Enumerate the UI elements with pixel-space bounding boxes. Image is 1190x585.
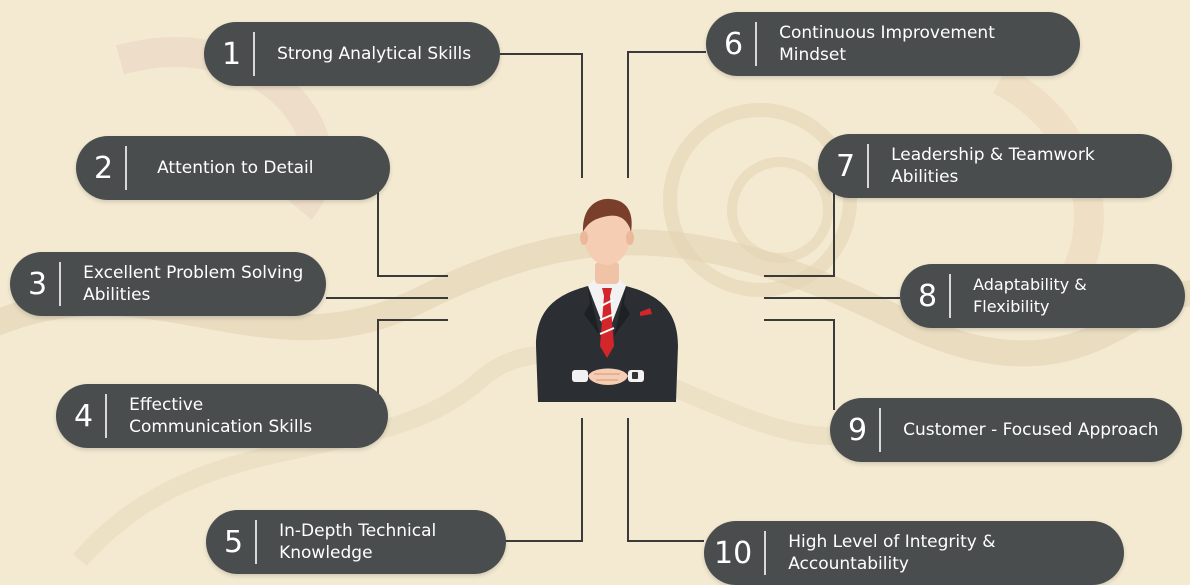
item-label: Strong Analytical Skills: [277, 44, 472, 64]
item-5: 5 In-Depth Technical Knowledge: [206, 510, 506, 574]
item-3: 3 Excellent Problem Solving Abilities: [10, 252, 326, 316]
item-label: High Level of Integrity & Accountability: [788, 532, 996, 574]
item-number: 1: [204, 32, 256, 76]
item-8: 8 Adaptability & Flexibility: [900, 264, 1185, 328]
item-number: 9: [830, 408, 882, 452]
item-label: Adaptability & Flexibility: [973, 275, 1087, 316]
item-label: Leadership & Teamwork Abilities: [891, 145, 1095, 187]
businessman-illustration: [536, 198, 678, 402]
item-label: Attention to Detail: [157, 158, 314, 178]
item-number: 5: [206, 520, 258, 564]
item-9: 9 Customer - Focused Approach: [830, 398, 1182, 462]
item-1: 1 Strong Analytical Skills: [204, 22, 500, 86]
item-label: In-Depth Technical Knowledge: [279, 521, 437, 563]
item-label: Continuous Improvement Mindset: [779, 23, 995, 65]
item-number: 7: [818, 144, 870, 188]
item-number: 6: [706, 22, 758, 66]
item-number: 8: [900, 274, 952, 318]
item-6: 6 Continuous Improvement Mindset: [706, 12, 1080, 76]
item-4: 4 Effective Communication Skills: [56, 384, 388, 448]
item-label: Excellent Problem Solving Abilities: [83, 263, 304, 305]
item-number: 3: [10, 262, 62, 306]
item-10: 10 High Level of Integrity & Accountabil…: [704, 521, 1124, 585]
item-label: Effective Communication Skills: [129, 395, 313, 437]
item-number: 10: [704, 531, 767, 575]
item-7: 7 Leadership & Teamwork Abilities: [818, 134, 1172, 198]
item-number: 2: [76, 146, 128, 190]
item-number: 4: [56, 394, 108, 438]
item-2: 2 Attention to Detail: [76, 136, 390, 200]
item-label: Customer - Focused Approach: [903, 420, 1159, 440]
